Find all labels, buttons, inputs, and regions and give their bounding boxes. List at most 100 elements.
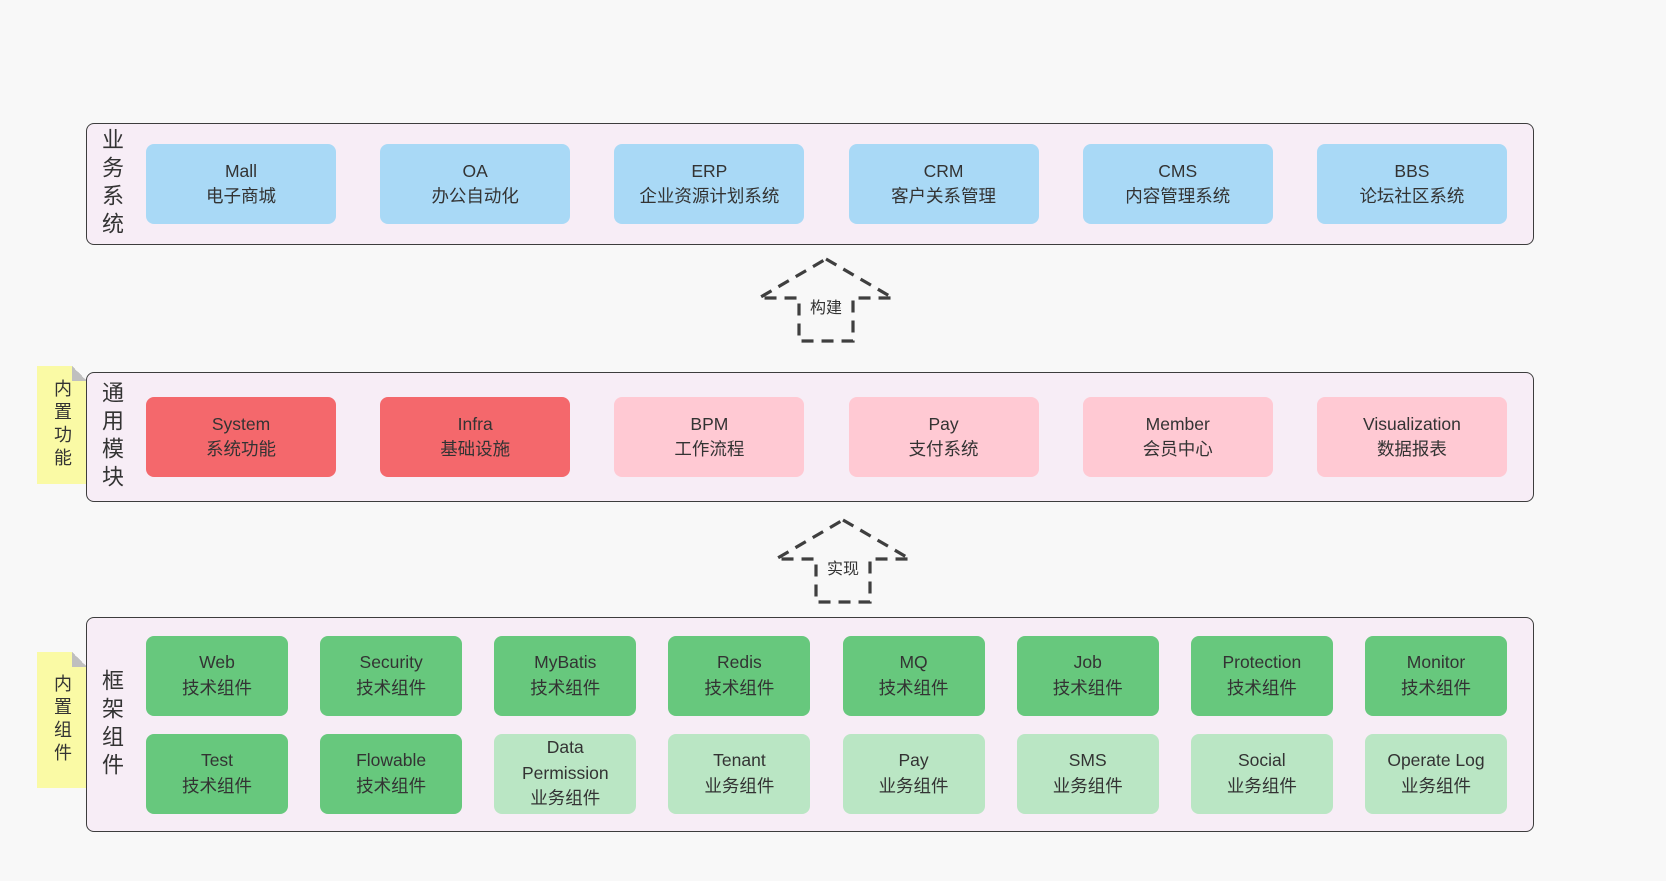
box-tenant: Tenant 业务组件 — [668, 733, 811, 814]
box-subtitle: 会员中心 — [1142, 439, 1213, 459]
box-title: Visualization — [1362, 413, 1461, 434]
box-title: Redis — [717, 652, 762, 673]
box-subtitle: 电子商城 — [206, 186, 276, 206]
dashed-up-arrow-icon — [756, 257, 896, 343]
box-subtitle: 技术组件 — [182, 775, 252, 796]
box-operate-log: Operate Log 业务组件 — [1364, 733, 1507, 814]
box-subtitle: 技术组件 — [1400, 677, 1471, 698]
sticky-note-label: 内置组件 — [52, 674, 72, 766]
box-subtitle: 办公自动化 — [431, 186, 519, 206]
box-protection: Protection 技术组件 — [1190, 635, 1333, 716]
box-title: Test — [200, 750, 234, 771]
box-title: OA — [462, 160, 488, 181]
box-title: Member — [1145, 413, 1210, 434]
box-social: Social 业务组件 — [1190, 733, 1333, 814]
arrow-label: 实现 — [823, 555, 863, 579]
box-bpm: BPM 工作流程 — [614, 397, 805, 477]
box-subtitle: 业务组件 — [1400, 775, 1471, 796]
box-title: Security — [359, 652, 423, 673]
folded-corner-icon — [72, 366, 87, 381]
box-title: SMS — [1068, 750, 1107, 771]
box-cms: CMS 内容管理系统 — [1082, 144, 1273, 224]
box-title: BPM — [690, 413, 729, 434]
box-member: Member 会员中心 — [1082, 397, 1273, 477]
band-label: 通用模块 — [99, 381, 124, 493]
box-title: Pay — [898, 750, 929, 771]
box-visualization: Visualization 数据报表 — [1316, 397, 1507, 477]
box-subtitle: 技术组件 — [704, 677, 775, 698]
box-subtitle: 内容管理系统 — [1125, 186, 1231, 206]
box-title: Data Permission — [522, 737, 609, 783]
arrow-implement: 实现 — [773, 517, 913, 605]
box-oa: OA 办公自动化 — [380, 144, 571, 224]
box-bbs: BBS 论坛社区系统 — [1316, 144, 1507, 224]
box-redis: Redis 技术组件 — [668, 635, 811, 716]
band-common-modules: 通用模块 System 系统功能 Infra 基础设施 BPM 工作流程 Pay 支付系统 Me… — [86, 372, 1534, 502]
box-subtitle: 工作流程 — [674, 439, 745, 459]
box-subtitle: 业务组件 — [1226, 775, 1297, 796]
box-title: Infra — [457, 413, 493, 434]
box-subtitle: 支付系统 — [908, 439, 979, 459]
box-mq: MQ 技术组件 — [842, 635, 985, 716]
box-title: Protection — [1222, 652, 1302, 673]
box-subtitle: 基础设施 — [440, 439, 511, 459]
box-subtitle: 企业资源计划系统 — [639, 186, 780, 206]
arrow-build: 构建 — [756, 256, 896, 344]
box-title: Flowable — [356, 750, 427, 771]
box-mybatis: MyBatis 技术组件 — [494, 635, 637, 716]
box-title: Pay — [928, 413, 959, 434]
box-subtitle: 技术组件 — [1226, 677, 1297, 698]
box-title: Job — [1073, 652, 1102, 673]
box-row: System 系统功能 Infra 基础设施 BPM 工作流程 Pay 支付系统 Member 会… — [146, 397, 1507, 477]
box-subtitle: 技术组件 — [356, 677, 427, 698]
box-title: CMS — [1158, 160, 1198, 181]
box-title: CRM — [923, 160, 964, 181]
sticky-note-label: 内置功能 — [52, 379, 72, 471]
box-title: Mall — [224, 160, 258, 181]
box-title: Monitor — [1406, 652, 1466, 673]
box-subtitle: 数据报表 — [1376, 439, 1447, 459]
box-title: MQ — [899, 652, 928, 673]
folded-corner-icon — [72, 652, 87, 667]
box-title: ERP — [691, 160, 728, 181]
sticky-note-builtin-components: 内置组件 — [37, 652, 87, 788]
box-security: Security 技术组件 — [320, 635, 463, 716]
box-title: System — [211, 413, 271, 434]
box-title: BBS — [1394, 160, 1430, 181]
box-title: Operate Log — [1387, 750, 1485, 771]
box-subtitle: 系统功能 — [206, 439, 276, 459]
sticky-note-builtin-features: 内置功能 — [37, 366, 87, 484]
box-title: Web — [199, 652, 235, 673]
box-infra: Infra 基础设施 — [380, 397, 571, 477]
box-erp: ERP 企业资源计划系统 — [614, 144, 805, 224]
arrow-label: 构建 — [806, 294, 846, 318]
box-subtitle: 技术组件 — [356, 775, 427, 796]
box-title: Social — [1238, 750, 1286, 771]
box-job: Job 技术组件 — [1016, 635, 1159, 716]
box-subtitle: 业务组件 — [704, 775, 775, 796]
dashed-up-arrow-icon — [773, 518, 913, 604]
box-monitor: Monitor 技术组件 — [1364, 635, 1507, 716]
box-subtitle: 技术组件 — [182, 677, 252, 698]
box-test: Test 技术组件 — [146, 733, 288, 814]
box-mall: Mall 电子商城 — [146, 144, 336, 224]
box-subtitle: 论坛社区系统 — [1359, 186, 1465, 206]
box-subtitle: 技术组件 — [878, 677, 949, 698]
box-system: System 系统功能 — [146, 397, 336, 477]
box-subtitle: 技术组件 — [1052, 677, 1123, 698]
box-title: MyBatis — [534, 652, 597, 673]
box-title: Tenant — [713, 750, 766, 771]
box-subtitle: 技术组件 — [530, 677, 601, 698]
box-pay: Pay 支付系统 — [848, 397, 1039, 477]
band-label: 框架组件 — [99, 668, 124, 781]
